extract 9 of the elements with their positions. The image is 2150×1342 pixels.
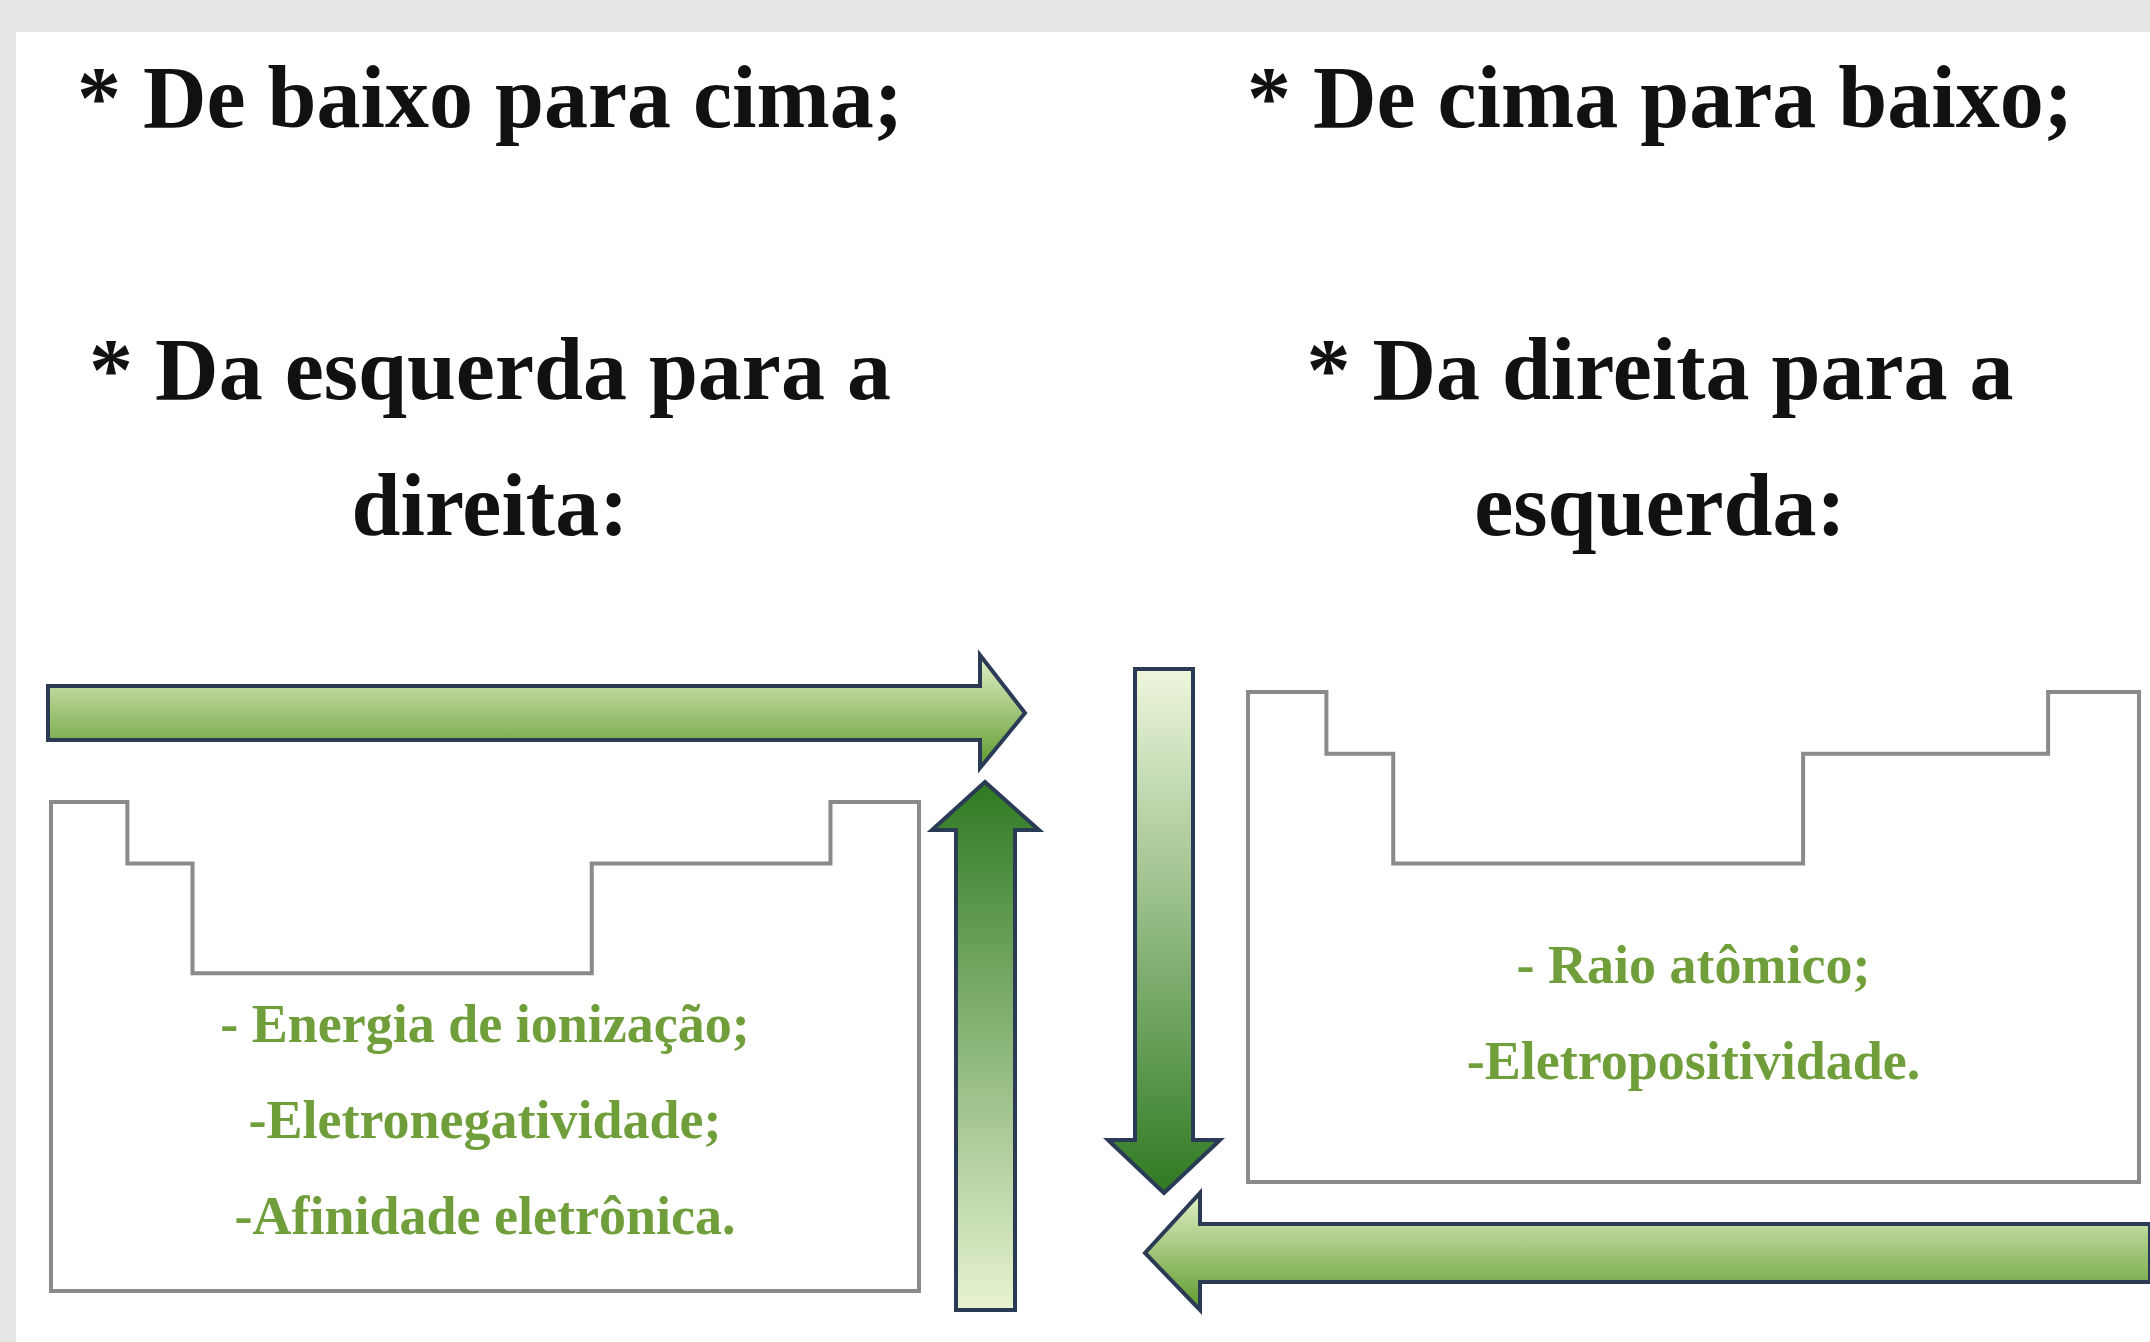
property-text: - Energia de ionização; (220, 993, 750, 1056)
property-text: -Eletronegatividade; (248, 1089, 722, 1152)
heading: * Da esquerda para a direita: (88, 320, 892, 556)
heading: * De cima para baixo; (1245, 48, 2075, 148)
property-text: -Afinidade eletrônica. (234, 1185, 736, 1248)
heading: * Da direita para a esquerda: (1305, 320, 2015, 556)
property-text: - Raio atômico; (1516, 934, 1871, 997)
heading: * De baixo para cima; (75, 48, 905, 148)
property-text: -Eletropositividade. (1466, 1030, 1921, 1093)
